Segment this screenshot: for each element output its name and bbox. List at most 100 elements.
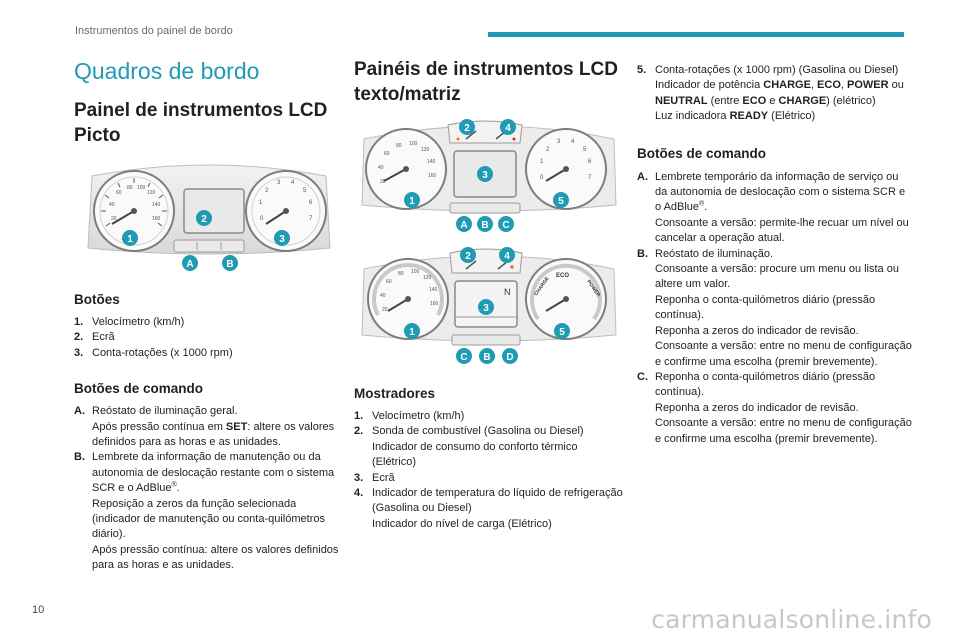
svg-text:120: 120 bbox=[147, 190, 156, 196]
svg-text:4: 4 bbox=[571, 139, 575, 145]
list-item: 5. Conta-rotações (x 1000 rpm) (Gasolina… bbox=[637, 64, 904, 123]
controls-heading: Botões de comando bbox=[74, 381, 204, 397]
controls-list: A. Reóstato de iluminação geral.Após pre… bbox=[74, 404, 344, 573]
controls-heading: Botões de comando bbox=[637, 145, 767, 161]
callout-a: A bbox=[456, 216, 472, 232]
svg-text:1: 1 bbox=[540, 159, 544, 165]
svg-text:3: 3 bbox=[482, 170, 488, 181]
svg-text:5: 5 bbox=[558, 196, 564, 207]
svg-text:20: 20 bbox=[380, 179, 386, 185]
svg-text:A: A bbox=[460, 220, 467, 231]
running-header: Instrumentos do painel de bordo bbox=[75, 25, 233, 37]
svg-text:A: A bbox=[186, 259, 193, 270]
svg-text:4: 4 bbox=[504, 251, 510, 262]
svg-text:1: 1 bbox=[127, 234, 133, 245]
callout-4: 4 bbox=[500, 119, 516, 135]
callout-d: D bbox=[502, 348, 518, 364]
callout-5: 5 bbox=[553, 192, 569, 208]
list-item: A. Reóstato de iluminação geral.Após pre… bbox=[74, 405, 335, 449]
gauges-list: 1.Velocímetro (km/h) 2.Sonda de combustí… bbox=[354, 409, 624, 532]
list-item: 3.Ecrã bbox=[354, 471, 395, 484]
list-item: 4.Indicador de temperatura do líquido de… bbox=[354, 487, 623, 530]
svg-text:1: 1 bbox=[409, 327, 415, 338]
svg-text:60: 60 bbox=[384, 151, 390, 157]
svg-text:B: B bbox=[483, 352, 490, 363]
subsection-title: Painel de instrumentos LCD Picto bbox=[74, 100, 328, 146]
svg-text:80: 80 bbox=[398, 271, 404, 277]
svg-text:40: 40 bbox=[109, 202, 115, 208]
svg-text:3: 3 bbox=[277, 180, 281, 186]
svg-text:80: 80 bbox=[396, 143, 402, 149]
callout-1: 1 bbox=[404, 323, 420, 339]
svg-text:40: 40 bbox=[380, 293, 386, 299]
svg-text:5: 5 bbox=[583, 147, 587, 153]
svg-text:140: 140 bbox=[429, 287, 438, 293]
svg-text:6: 6 bbox=[588, 159, 592, 165]
callout-5: 5 bbox=[554, 323, 570, 339]
svg-text:ECO: ECO bbox=[556, 273, 569, 279]
callout-4: 4 bbox=[499, 247, 515, 263]
svg-text:3: 3 bbox=[557, 139, 561, 145]
watermark: carmanualsonline.info bbox=[651, 605, 932, 634]
section-title: Quadros de bordo bbox=[74, 58, 260, 84]
svg-text:160: 160 bbox=[152, 216, 161, 222]
page-number: 10 bbox=[32, 604, 45, 616]
svg-text:2: 2 bbox=[464, 123, 470, 134]
dials-heading: Botões bbox=[74, 292, 120, 307]
svg-text:0: 0 bbox=[540, 175, 544, 181]
svg-text:B: B bbox=[481, 220, 488, 231]
left-column: Quadros de bordo Painel de instrumentos … bbox=[74, 55, 344, 574]
gauges-heading: Mostradores bbox=[354, 386, 436, 401]
callout-2: 2 bbox=[196, 210, 212, 226]
list-item: B. Reóstato de iluminação.Consoante a ve… bbox=[637, 247, 912, 368]
svg-text:6: 6 bbox=[309, 200, 313, 206]
callout-3: 3 bbox=[477, 166, 493, 182]
callout-b: B bbox=[479, 348, 495, 364]
svg-text:3: 3 bbox=[279, 234, 285, 245]
svg-text:2: 2 bbox=[465, 251, 471, 262]
list-item: 1.Velocímetro (km/h) bbox=[354, 410, 465, 422]
svg-text:100: 100 bbox=[409, 141, 418, 147]
svg-text:N: N bbox=[504, 287, 511, 297]
svg-text:5: 5 bbox=[303, 188, 307, 194]
svg-text:140: 140 bbox=[427, 159, 436, 165]
svg-text:20: 20 bbox=[382, 307, 388, 313]
controls-list: A. Lembrete temporário da informação de … bbox=[637, 170, 912, 447]
list-item: 2.Sonda de combustível (Gasolina ou Dies… bbox=[354, 425, 584, 469]
svg-text:100: 100 bbox=[411, 269, 420, 275]
svg-text:1: 1 bbox=[259, 200, 263, 206]
callout-a: A bbox=[182, 255, 198, 271]
callout-c: C bbox=[498, 216, 514, 232]
svg-text:2: 2 bbox=[201, 214, 207, 225]
svg-text:140: 140 bbox=[152, 202, 161, 208]
svg-text:C: C bbox=[460, 352, 467, 363]
svg-text:7: 7 bbox=[309, 216, 313, 222]
callout-b: B bbox=[477, 216, 493, 232]
subsection-title: Painéis de instrumentos LCD texto/matriz bbox=[354, 59, 618, 105]
svg-text:4: 4 bbox=[505, 123, 511, 134]
callout-2: 2 bbox=[460, 247, 476, 263]
header-accent-bar bbox=[488, 32, 904, 37]
svg-text:60: 60 bbox=[116, 190, 122, 196]
item-5-list: 5. Conta-rotações (x 1000 rpm) (Gasolina… bbox=[637, 63, 912, 125]
list-item: A. Lembrete temporário da informação de … bbox=[637, 170, 909, 245]
callout-3: 3 bbox=[274, 230, 290, 246]
list-item: 2.Ecrã bbox=[74, 331, 115, 344]
list-item: C. Reponha o conta-quilómetros diário (p… bbox=[637, 370, 912, 445]
callout-2: 2 bbox=[459, 119, 475, 135]
svg-text:40: 40 bbox=[378, 165, 384, 171]
svg-text:2: 2 bbox=[265, 188, 269, 194]
svg-text:3: 3 bbox=[483, 303, 489, 314]
callout-c: C bbox=[456, 348, 472, 364]
svg-text:5: 5 bbox=[559, 327, 565, 338]
svg-text:120: 120 bbox=[421, 147, 430, 153]
list-item: B. Lembrete da informação de manutenção … bbox=[74, 451, 339, 572]
svg-text:160: 160 bbox=[430, 301, 439, 307]
list-item: 3.Conta-rotações (x 1000 rpm) bbox=[74, 346, 233, 359]
middle-column: Painéis de instrumentos LCD texto/matriz… bbox=[354, 55, 624, 532]
svg-text:100: 100 bbox=[137, 185, 146, 191]
svg-text:80: 80 bbox=[127, 185, 133, 191]
svg-text:7: 7 bbox=[588, 175, 592, 181]
